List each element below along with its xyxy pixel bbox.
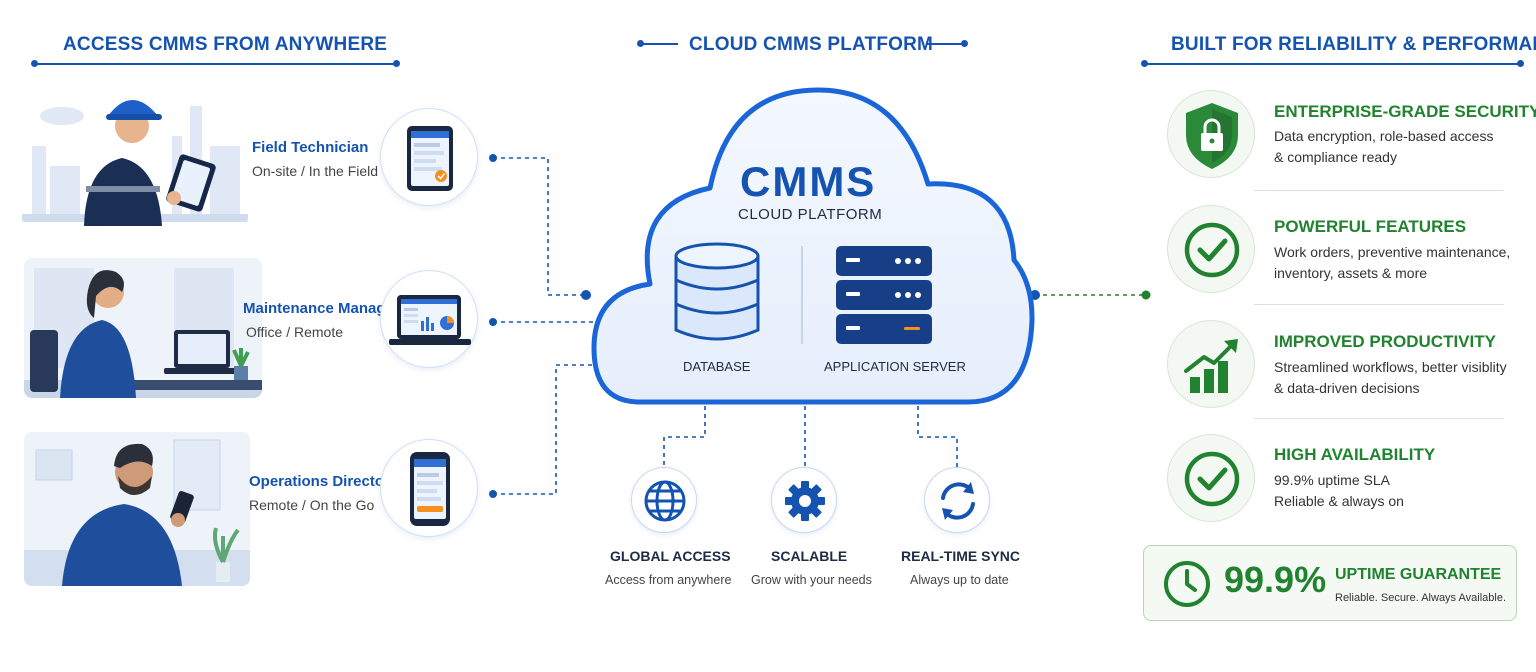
divider [1254,304,1504,305]
divider [1254,418,1504,419]
uptime-guarantee-box: 99.9% UPTIME GUARANTEE Reliable. Secure.… [1143,545,1517,621]
feature-title: GLOBAL ACCESS [610,548,731,564]
uptime-subtitle: Reliable. Secure. Always Available. [1335,592,1507,604]
reliability-title: IMPROVED PRODUCTIVITY [1274,332,1496,351]
center-header-dot [961,40,968,47]
globe-circle [631,467,697,533]
check-circle-icon [1184,222,1240,278]
reliability-title: ENTERPRISE-GRADE SECURITY [1274,102,1536,121]
feature-subtitle: Access from anywhere [605,573,732,587]
reliability-desc-line: Streamlined workflows, better visiblity [1274,359,1507,375]
phone-icon [410,452,450,526]
reliability-desc-line: Data encryption, role-based access [1274,128,1494,144]
reliability-desc-line: inventory, assets & more [1274,265,1428,281]
gear-circle [771,467,837,533]
feature-title: REAL-TIME SYNC [901,548,1020,564]
role-location: Office / Remote [246,324,344,340]
tablet-device-circle [380,108,478,206]
connector-sync [917,406,958,468]
reliability-description: Data encryption, role-based access & com… [1274,126,1493,168]
shield-lock-icon [1186,103,1238,169]
connector-technician [493,157,586,296]
check-circle [1167,205,1255,293]
reliability-description: Streamlined workflows, better visiblity … [1274,357,1507,399]
left-header-dot [393,60,400,67]
left-header-dot [31,60,38,67]
reliability-title: HIGH AVAILABILITY [1274,445,1436,464]
role-name: Operations Director [249,473,390,490]
check-circle [1167,434,1255,522]
laptop-device-circle [380,270,478,368]
divider [1254,190,1504,191]
platform-subtitle: CLOUD PLATFORM [738,206,883,223]
manager-illustration [24,258,262,398]
reliability-description: Work orders, preventive maintenance, inv… [1274,242,1510,284]
reliability-desc-line: Reliable & always on [1274,493,1404,509]
right-header-dot [1141,60,1148,67]
left-header-rule [34,63,398,65]
server-icon [836,246,932,344]
sync-circle [924,467,990,533]
shield-circle [1167,90,1255,178]
tablet-icon [407,126,453,191]
right-header-rule [1144,63,1522,65]
growth-chart-icon [1184,339,1238,393]
feature-title: SCALABLE [771,548,848,564]
role-name: Field Technician [252,139,369,156]
cloud-shape [591,87,1035,405]
feature-subtitle: Always up to date [910,573,1009,587]
database-label: DATABASE [683,359,751,374]
center-header-rule [926,43,964,45]
role-location: On-site / In the Field [252,163,379,179]
check-circle-icon [1184,451,1240,507]
right-header-dot [1517,60,1524,67]
left-header-title: ACCESS CMMS FROM ANYWHERE [63,34,388,55]
director-illustration [24,432,250,586]
feature-subtitle: Grow with your needs [751,573,872,587]
center-header-rule [640,43,678,45]
reliability-desc-line: Work orders, preventive maintenance, [1274,244,1511,260]
uptime-title: UPTIME GUARANTEE [1335,566,1502,583]
clock-icon [1164,561,1210,607]
reliability-desc-line: & compliance ready [1274,149,1397,165]
center-header-title: CLOUD CMMS PLATFORM [689,34,934,55]
gear-icon [785,481,825,521]
laptop-icon [389,295,471,345]
connector-director [493,364,610,495]
server-label: APPLICATION SERVER [824,359,966,374]
reliability-description: 99.9% uptime SLA Reliable & always on [1274,470,1404,512]
phone-device-circle [380,439,478,537]
reliability-desc-line: & data-driven decisions [1274,380,1420,396]
uptime-value: 99.9% [1224,559,1327,600]
connector-global-access [663,406,706,468]
reliability-desc-line: 99.9% uptime SLA [1274,472,1390,488]
right-header-title: BUILT FOR RELIABILITY & PERFORMANCE [1171,34,1536,55]
globe-icon [644,480,686,522]
database-icon [674,242,760,341]
role-name: Maintenance Manager [243,300,400,317]
role-location: Remote / On the Go [249,497,375,513]
chart-circle [1167,320,1255,408]
component-divider [801,246,803,344]
reliability-title: POWERFUL FEATURES [1274,217,1467,236]
sync-icon [941,482,975,520]
technician-illustration [22,86,248,226]
platform-title: CMMS [740,158,877,205]
